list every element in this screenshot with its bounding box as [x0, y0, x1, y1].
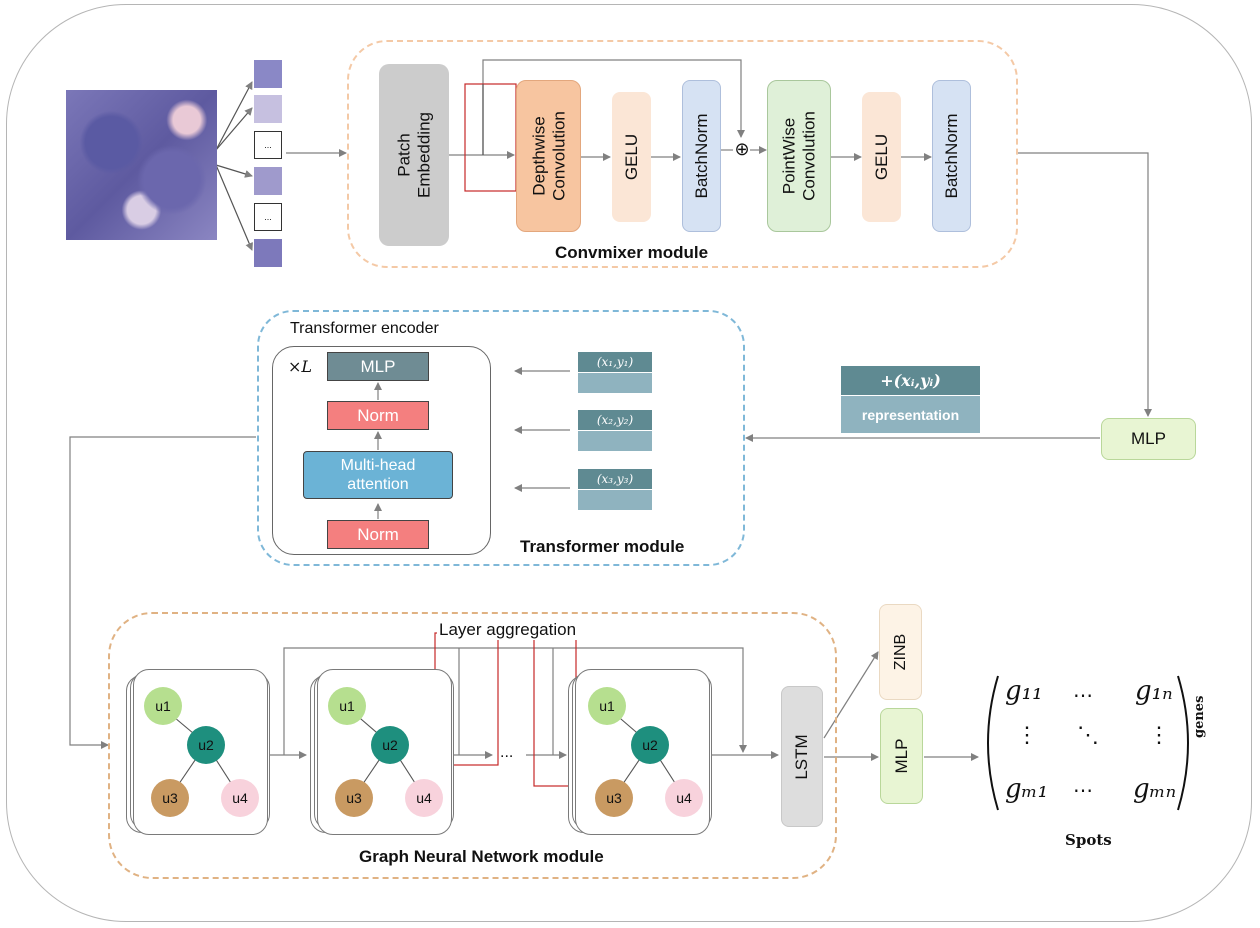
tissue-slide-image	[66, 90, 217, 240]
repeat-l-label: ×L	[288, 357, 313, 376]
zinb-block: ZINB	[879, 604, 922, 700]
batchnorm-label: BatchNorm	[691, 113, 711, 199]
multi-head-attention-block: Multi-head attention	[303, 451, 453, 499]
batchnorm-block: BatchNorm	[682, 80, 721, 232]
genes-axis-label: genes	[1192, 695, 1207, 738]
transformer-module-label: Transformer module	[520, 537, 685, 556]
depthwise-convolution-block: Depthwise Convolution	[516, 80, 581, 232]
graph-node-u4: u4	[405, 779, 443, 817]
gnn-module-label: Graph Neural Network module	[359, 847, 604, 866]
zinb-label: ZINB	[891, 633, 909, 671]
matrix-entry-g1n: g₁ₙ	[1135, 676, 1173, 706]
mlp-block: MLP	[1101, 418, 1196, 460]
patch-tile-ellipsis: ...	[254, 131, 282, 159]
position-encoding-label: +(xᵢ,yᵢ)	[841, 366, 980, 395]
coord-token: (x₂,y₂)	[578, 410, 652, 430]
matrix-hdots: ⋯	[1073, 780, 1093, 802]
graph-node-u2: u2	[371, 726, 409, 764]
slide-to-tile-arrow	[215, 81, 253, 151]
transformer-encoder-title: Transformer encoder	[290, 320, 439, 337]
matrix-entry-gm1: gₘ₁	[1005, 774, 1049, 804]
representation-label: representation	[841, 396, 980, 433]
matrix-vdots: ⋮	[1016, 722, 1038, 747]
patch-tile	[254, 167, 282, 195]
gelu-block: GELU	[612, 92, 651, 222]
matrix-hdots: ⋯	[1073, 685, 1093, 707]
coord-token-embedding	[578, 431, 652, 451]
encoder-norm-block: Norm	[327, 520, 429, 549]
gelu-block: GELU	[862, 92, 901, 222]
graph-node-u4: u4	[665, 779, 703, 817]
transformer-module-frame	[257, 310, 745, 566]
graph-node-u1: u1	[144, 687, 182, 725]
encoder-mlp-block: MLP	[327, 352, 429, 381]
patch-tile	[254, 95, 282, 123]
gnn-layer-ellipsis: ...	[500, 744, 514, 761]
matrix-entry-gmn: gₘₙ	[1133, 774, 1177, 804]
batchnorm-label: BatchNorm	[941, 113, 961, 199]
matrix-entry-g11: g₁₁	[1005, 676, 1043, 706]
gelu-label: GELU	[871, 133, 891, 181]
patch-embedding-label: Patch Embedding	[394, 111, 433, 199]
patch-tile	[254, 239, 282, 267]
slide-to-tile-arrow	[215, 107, 253, 151]
residual-add-symbol: ⊕	[734, 138, 750, 159]
convmixer-module-frame	[347, 40, 1018, 268]
matrix-right-paren	[1177, 675, 1189, 811]
graph-node-u3: u3	[595, 779, 633, 817]
graph-node-u3: u3	[151, 779, 189, 817]
encoder-norm-block: Norm	[327, 401, 429, 430]
matrix-ddots: ⋱	[1077, 722, 1099, 747]
transformer-to-gnn-arrow	[69, 436, 256, 749]
layer-aggregation-label: Layer aggregation	[437, 620, 579, 640]
gnn-mlp-block: MLP	[880, 708, 923, 804]
gnn-module-frame	[108, 612, 837, 879]
pointwise-convolution-label: PointWise Convolution	[779, 111, 818, 201]
layer-aggregation-line	[283, 647, 747, 755]
gelu-label: GELU	[621, 133, 641, 181]
matrix-vdots: ⋮	[1148, 722, 1170, 747]
spots-axis-label: Spots	[1065, 831, 1112, 849]
graph-node-u4: u4	[221, 779, 259, 817]
graph-node-u2: u2	[187, 726, 225, 764]
slide-to-tile-arrow	[215, 164, 253, 251]
coord-token: (x₃,y₃)	[578, 469, 652, 489]
coord-token: (x₁,y₁)	[578, 352, 652, 372]
graph-node-u3: u3	[335, 779, 373, 817]
pointwise-convolution-block: PointWise Convolution	[767, 80, 831, 232]
coord-token-embedding	[578, 490, 652, 510]
gnn-mlp-label: MLP	[891, 738, 911, 774]
patch-embedding-block: Patch Embedding	[379, 64, 449, 246]
batchnorm-block: BatchNorm	[932, 80, 971, 232]
graph-node-u2: u2	[631, 726, 669, 764]
transformer-encoder-box	[272, 346, 491, 555]
depthwise-convolution-label: Depthwise Convolution	[528, 111, 568, 201]
convmixer-module-label: Convmixer module	[555, 243, 709, 262]
slide-to-tile-arrow	[215, 164, 253, 178]
outer-frame	[6, 4, 1252, 922]
coord-token-embedding	[578, 373, 652, 393]
patch-tile-ellipsis: ...	[254, 203, 282, 231]
patch-tile	[254, 60, 282, 88]
lstm-label: LSTM	[792, 733, 812, 780]
matrix-left-paren	[987, 675, 999, 811]
convmixer-to-mlp-arrow	[1018, 152, 1152, 417]
graph-node-u1: u1	[588, 687, 626, 725]
graph-node-u1: u1	[328, 687, 366, 725]
lstm-block: LSTM	[781, 686, 823, 827]
